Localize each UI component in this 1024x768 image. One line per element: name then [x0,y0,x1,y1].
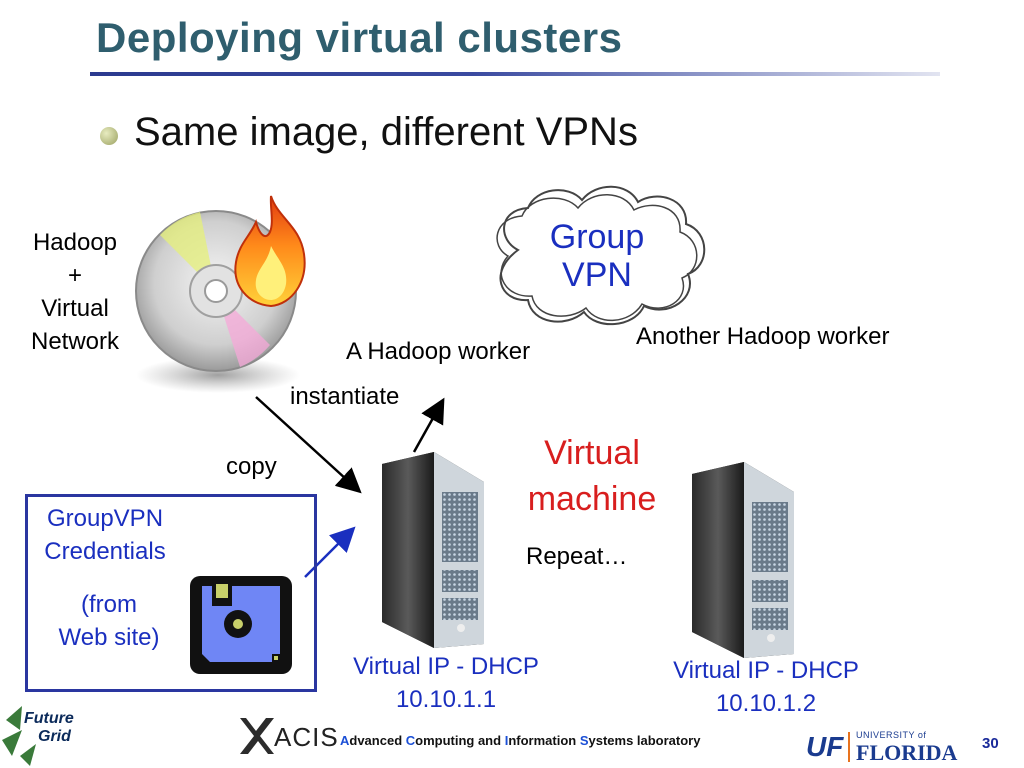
cloud-label: Group VPN [522,218,672,294]
future-grid-line: Future [24,710,74,727]
lab-cap: I [504,733,509,748]
lab-rest: dvanced [349,733,406,748]
uf-mark: UF [806,731,844,762]
disk-label-line: Virtual [41,295,109,322]
acis-text: ACIS [274,722,339,752]
cloud-icon [496,185,706,325]
cd-disk-icon [135,210,300,393]
bullet-icon [100,127,118,145]
lab-rest: omputing and [415,733,505,748]
instantiate-arrow [412,397,445,453]
cloud-label-line: VPN [562,256,632,294]
server2-ip-line: 10.10.1.2 [715,690,817,717]
disk-label-line: Network [30,328,120,355]
lab-cap: C [405,733,416,748]
credentials-source-label: (from Web site) [34,588,184,654]
copy-label: copy [226,453,277,480]
lab-rest: nformation [508,733,580,748]
credentials-arrow [304,526,356,578]
uf-university: UNIVERSITY of [856,730,927,740]
slide-title: Deploying virtual clusters [96,14,623,61]
disk-label-line: Hadoop [32,229,118,256]
lab-name: Advanced Computing and Information Syste… [340,733,700,748]
server2-ip-label: Virtual IP - DHCP 10.10.1.2 [650,654,882,720]
server-icon [382,452,484,648]
uf-logo: UF UNIVERSITY of FLORIDA [806,730,958,766]
credentials-box [25,494,317,692]
copy-arrow [255,396,362,494]
server1-ip-line: 10.10.1.1 [395,686,497,713]
page-number: 30 [982,735,999,752]
instantiate-label: instantiate [290,383,400,410]
credentials-source-line: (from [81,591,137,618]
future-grid-line: Grid [38,728,71,745]
server-icon [692,462,794,658]
uf-divider [848,732,850,762]
vm-label-line: Virtual [544,434,640,472]
credentials-label: GroupVPN Credentials [30,502,180,568]
disk-label: Hadoop + Virtual Network [14,226,136,358]
credentials-line: Credentials [44,538,166,565]
bullet-text: Same image, different VPNs [134,110,638,154]
credentials-source-line: Web site) [58,624,160,651]
server1-ip-label: Virtual IP - DHCP 10.10.1.1 [330,650,562,716]
worker-a-label: A Hadoop worker [346,338,531,365]
lab-cap: S [579,733,589,748]
title-underline [90,72,940,76]
lab-rest: ystems laboratory [588,733,701,748]
lab-cap: A [340,733,350,748]
worker-b-label: Another Hadoop worker [636,323,890,350]
server2-ip-line: Virtual IP - DHCP [673,657,859,684]
acis-logo: ACIS [236,714,338,758]
repeat-label: Repeat… [526,543,628,570]
vm-label: Virtual machine [512,430,672,522]
flame-icon [234,195,306,308]
floppy-disk-icon [190,576,292,674]
credentials-line: GroupVPN [46,505,164,532]
cloud-label-line: Group [549,218,645,256]
uf-florida: FLORIDA [856,740,958,765]
server1-ip-line: Virtual IP - DHCP [353,653,539,680]
future-grid-logo: Future Grid [0,700,90,768]
disk-label-line: + [67,262,82,289]
vm-label-line: machine [527,480,657,518]
